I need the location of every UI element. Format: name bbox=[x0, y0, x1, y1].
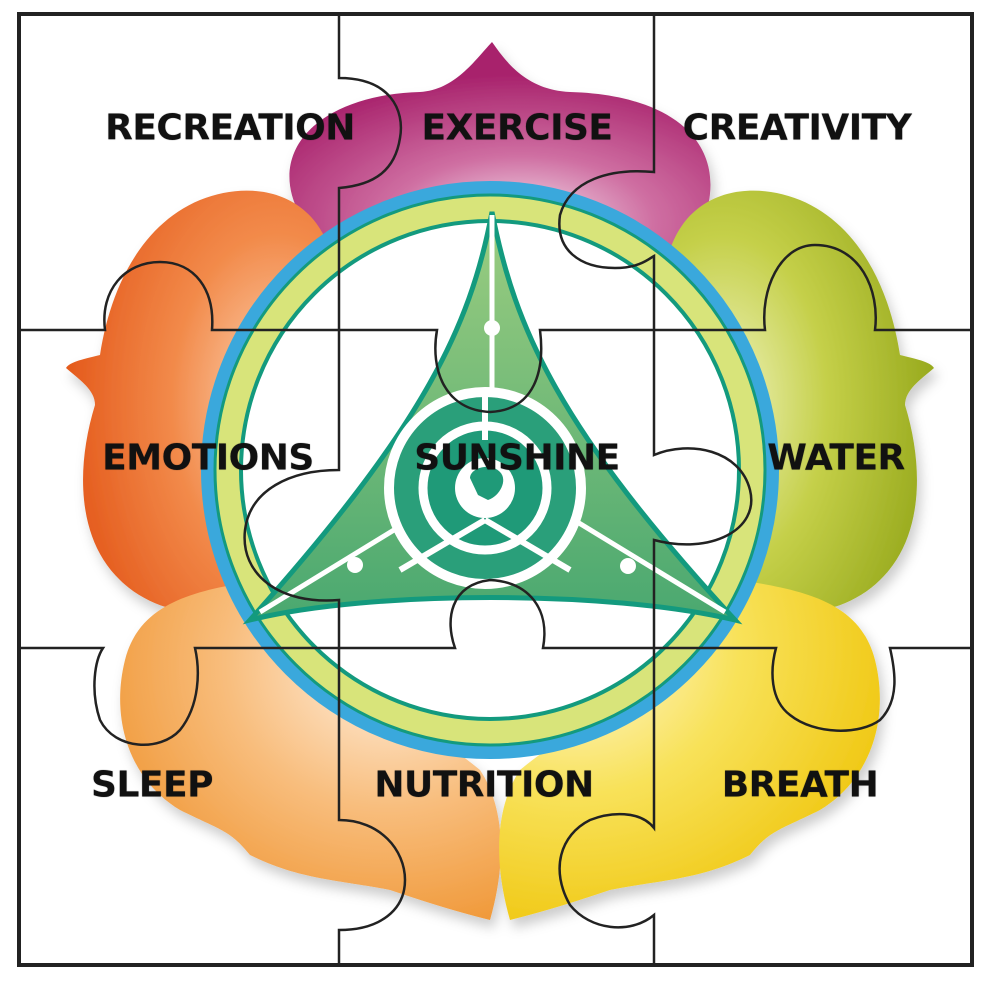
label-sleep: SLEEP bbox=[91, 764, 213, 806]
top-right-petal bbox=[670, 190, 934, 614]
label-breath: BREATH bbox=[721, 764, 879, 806]
label-water: WATER bbox=[767, 437, 905, 479]
label-sunshine: SUNSHINE bbox=[414, 437, 620, 479]
puzzle-outlines bbox=[17, 12, 974, 967]
label-recreation: RECREATION bbox=[105, 107, 355, 149]
bottom-right-petal bbox=[499, 580, 880, 920]
label-nutrition: NUTRITION bbox=[374, 764, 594, 806]
label-exercise: EXERCISE bbox=[421, 107, 614, 149]
label-creativity: CREATIVITY bbox=[682, 107, 912, 149]
label-emotions: EMOTIONS bbox=[102, 437, 314, 479]
sunshine-emblem bbox=[242, 211, 743, 625]
bottom-left-petal bbox=[120, 580, 501, 920]
